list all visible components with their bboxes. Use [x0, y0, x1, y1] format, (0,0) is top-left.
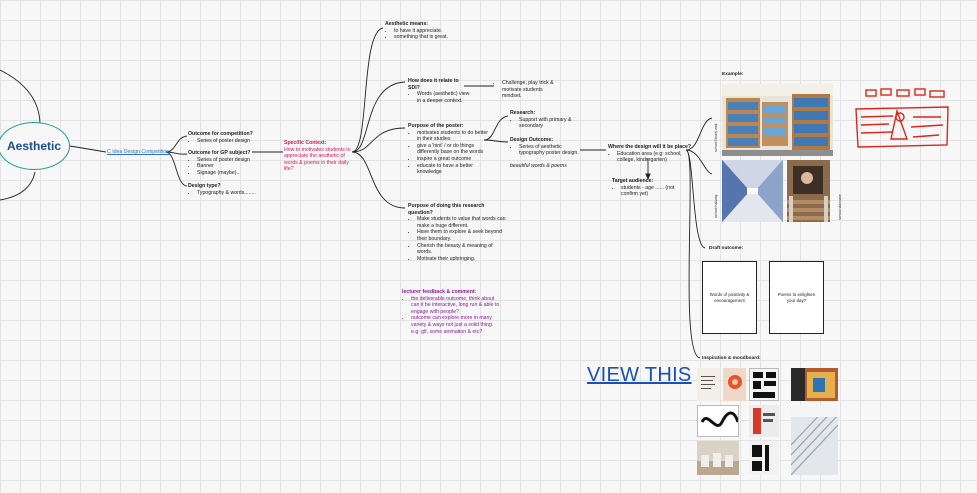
design-type-heading: Design type?: [188, 183, 221, 189]
moodboard-graphic: [697, 453, 739, 475]
feedback-heading: lecturer feedback & comment:: [402, 289, 477, 295]
list-item: Support with primary & secondary: [519, 117, 572, 130]
list-item: outcome can explore more in many variety…: [411, 315, 502, 335]
moodboard-image-6[interactable]: [749, 405, 779, 437]
list-item: inspire a great outcome: [417, 156, 488, 163]
moodboard-graphic: [700, 411, 738, 427]
library-image: [722, 84, 833, 156]
placement-heading: Where the design will it be place?: [608, 144, 692, 150]
red-sketch-drawing[interactable]: [853, 87, 953, 153]
list-item: Banner: [197, 163, 256, 170]
list-item: motivates students to do better in their…: [417, 130, 488, 143]
list-item: give a 'hint' / or do things differently…: [417, 143, 488, 156]
draft-card-text: Words of positivity & encouragement: [709, 292, 750, 303]
list-item: Have them to explore & seek beyond their…: [417, 229, 508, 242]
gp-heading: Outcome for GP subject?: [188, 150, 251, 156]
competition-link[interactable]: C Idea Design Competition: [107, 149, 169, 155]
competition-heading: Outcome for competition?: [188, 131, 253, 137]
context-heading: Specific Context:: [284, 140, 327, 146]
inspiration-label: Inspiration & moodboard:: [702, 356, 761, 361]
design-outcome-heading: Design Outcome:: [510, 137, 553, 143]
staircase-image: [787, 160, 830, 222]
draft-label: Draft outcome:: [709, 246, 744, 251]
list-item: Challenge, play trick & motivate student…: [502, 80, 558, 100]
context-text: How to motivates students to appreciate …: [284, 146, 351, 173]
sdi-relation-node[interactable]: How does it relate to SDI? Words (aesthe…: [408, 78, 470, 104]
library-caption: school library wall: [714, 123, 718, 152]
list-item: Series of aesthetic typography poster de…: [519, 144, 582, 157]
staircase-caption: school staircase: [838, 194, 842, 220]
list-item: the deliverable outcome, think about can…: [411, 296, 502, 316]
moodboard-graphic: [728, 375, 742, 389]
placement-node[interactable]: Where the design will it be place? Educa…: [608, 144, 694, 164]
draft-card-1[interactable]: Words of positivity & encouragement: [702, 261, 757, 334]
poster-purpose-heading: Purpose of the poster:: [408, 123, 464, 129]
list-item: Series of poster design: [197, 138, 256, 145]
list-item: Education area (e.g: school, college, ki…: [617, 151, 694, 164]
competition-link-node[interactable]: C Idea Design Competition: [107, 149, 169, 156]
aesthetic-means-heading: Aesthetic means:: [385, 21, 428, 27]
moodboard-image-1[interactable]: [697, 368, 720, 401]
staircase-photo[interactable]: [787, 160, 830, 222]
moodboard-image-3[interactable]: [749, 368, 779, 401]
gp-outcome-node[interactable]: Outcome for GP subject? Series of poster…: [188, 150, 256, 176]
challenge-node[interactable]: Challenge, play trick & motivate student…: [496, 80, 558, 100]
moodboard-image-2[interactable]: [723, 368, 746, 401]
list-item: Words (aesthetic) view in a deeper conte…: [417, 91, 470, 104]
competition-outcome-node[interactable]: Outcome for competition? Series of poste…: [188, 131, 256, 144]
root-node[interactable]: Aesthetic: [0, 122, 70, 170]
research-node[interactable]: Research: Support with primary & seconda…: [510, 110, 572, 130]
list-item: Make students to value that words can ma…: [417, 216, 508, 229]
draft-card-2[interactable]: Poems to enlighten your day?: [769, 261, 824, 334]
moodboard-graphic: [753, 372, 776, 398]
list-item: Cherish the beauty & meaning of words.: [417, 243, 508, 256]
moodboard-image-9[interactable]: [749, 441, 779, 475]
list-item: educate to have a better knowledge: [417, 163, 488, 176]
moodboard-image-8[interactable]: [697, 441, 739, 475]
moodboard-image-5[interactable]: [697, 405, 739, 437]
moodboard-graphic: [752, 445, 769, 471]
list-item: students - age ...... (not confirm yet): [621, 185, 678, 198]
moodboard-graphic: [791, 368, 835, 401]
list-item: Motivate their upbringing.: [417, 256, 508, 263]
beautiful-words-text: beautiful words & poems: [510, 163, 567, 169]
audience-heading: Target audience:: [612, 178, 654, 184]
sketch-image: [855, 88, 949, 148]
library-photo[interactable]: [722, 84, 833, 156]
research-purpose-heading: Purpose of doing this research question?: [408, 203, 485, 216]
moodboard-image-4[interactable]: [791, 368, 838, 401]
list-item: Signage (maybe)..: [197, 170, 256, 177]
list-item: to have it appreciate.: [394, 28, 465, 35]
draft-card-text: Poems to enlighten your day?: [777, 292, 816, 303]
view-this-link[interactable]: VIEW THIS: [587, 364, 692, 386]
design-outcome-node[interactable]: Design Outcome: Series of aesthetic typo…: [510, 137, 582, 157]
research-purpose-node[interactable]: Purpose of doing this research question?…: [408, 203, 508, 262]
audience-node[interactable]: Target audience: students - age ...... (…: [612, 178, 678, 198]
sdi-heading: How does it relate to SDI?: [408, 78, 459, 91]
list-item: Series of poster design: [197, 157, 256, 164]
example-label: Example:: [722, 72, 744, 77]
list-item: Typography & words........: [197, 190, 260, 197]
aesthetic-means-node[interactable]: Aesthetic means: to have it appreciate. …: [385, 21, 465, 41]
moodboard-image-7[interactable]: [791, 405, 838, 475]
list-item: something that is great.: [394, 34, 465, 41]
design-type-node[interactable]: Design type? Typography & words........: [188, 183, 260, 196]
root-label: Aesthetic: [6, 139, 62, 153]
specific-context-node[interactable]: Specific Context: How to motivates stude…: [284, 140, 356, 173]
hallway-caption: school hallway: [714, 194, 718, 218]
hallway-photo[interactable]: [722, 160, 783, 222]
moodboard-graphic: [753, 408, 775, 434]
poster-purpose-node[interactable]: Purpose of the poster: motivates student…: [408, 123, 488, 176]
beautiful-words-note: beautiful words & poems: [510, 163, 590, 170]
hallway-image: [722, 160, 783, 222]
moodboard-graphic: [701, 376, 715, 389]
research-heading: Research:: [510, 110, 536, 116]
feedback-node[interactable]: lecturer feedback & comment: the deliver…: [402, 289, 502, 335]
moodboard-graphic: [791, 405, 838, 475]
